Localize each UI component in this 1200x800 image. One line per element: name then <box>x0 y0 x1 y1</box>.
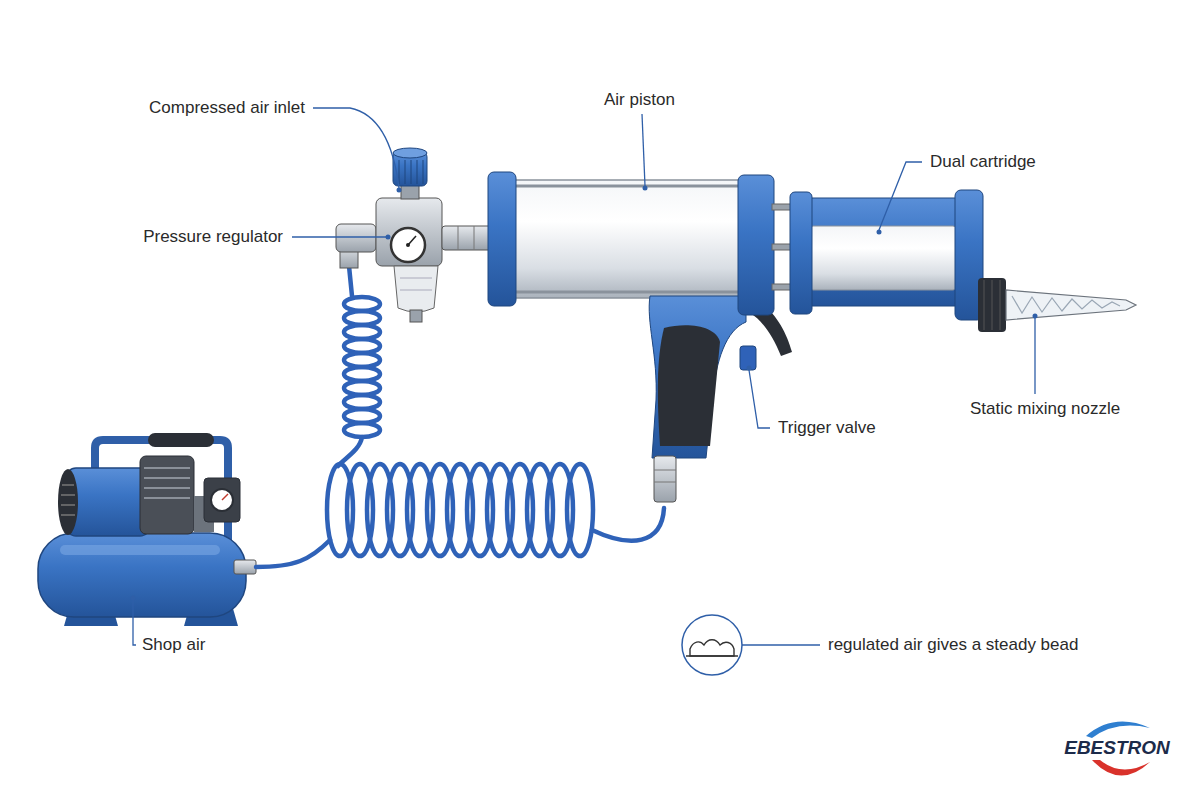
leader-dots <box>131 186 1038 601</box>
coiled-hose <box>256 266 664 567</box>
bead-icon <box>682 615 742 675</box>
part-label: Compressed air inlet <box>149 98 305 118</box>
note-text: regulated air gives a steady bead <box>828 635 1078 655</box>
pressure-regulator <box>336 148 492 322</box>
part-label: Trigger valve <box>778 418 876 438</box>
part-label: Static mixing nozzle <box>970 399 1120 419</box>
part-label: Pressure regulator <box>143 227 283 247</box>
part-label: Dual cartridge <box>930 152 1036 172</box>
compressor <box>38 433 256 626</box>
part-label: Air piston <box>604 90 675 110</box>
part-label: Shop air <box>142 635 205 655</box>
dispensing-gun <box>488 172 1136 502</box>
brand-logo: EBESTRON <box>1064 737 1170 760</box>
leader-lines <box>133 108 1035 645</box>
